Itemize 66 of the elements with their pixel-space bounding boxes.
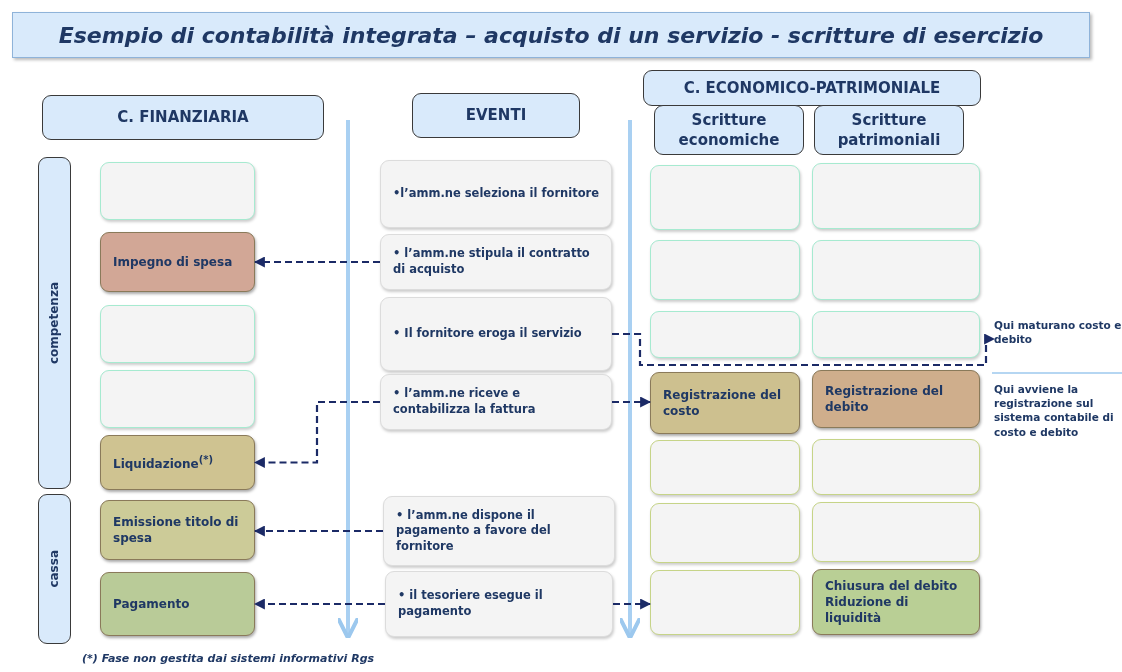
empty-box — [650, 570, 800, 635]
event-box — [385, 571, 613, 637]
arrow — [253, 400, 380, 468]
arrow — [613, 598, 652, 610]
arrow — [612, 332, 996, 367]
arrow — [253, 598, 385, 610]
box-label: • Il fornitore eroga il servizio — [393, 326, 583, 342]
process-box — [100, 500, 255, 560]
column-header — [412, 93, 580, 138]
note-text: Qui avviene la registrazione sul sistema contabile di costo e debito — [994, 382, 1115, 439]
empty-box — [650, 440, 800, 495]
column-subheader — [814, 105, 964, 155]
process-box — [812, 370, 980, 428]
event-box — [380, 374, 612, 430]
arrow — [253, 256, 380, 268]
arrow — [253, 525, 383, 537]
box-label: Riduzione di liquidità — [825, 593, 910, 627]
title-text: Esempio di contabilità integrata – acquisto di un servizio - scritture di esercizio — [58, 22, 1044, 48]
empty-box — [650, 311, 800, 358]
box-label: • il tesoriere esegue il pagamento — [398, 588, 544, 620]
box-label: competenza — [46, 281, 63, 365]
box-label: • l’amm.ne stipula il contratto di acquisto — [393, 246, 591, 278]
process-box — [650, 372, 800, 434]
box-label: Impegno di spesa — [113, 253, 234, 271]
box-label: • l’amm.ne riceve e contabilizza la fattura — [393, 386, 537, 418]
empty-box — [100, 305, 255, 363]
event-box — [380, 234, 612, 290]
event-box — [383, 496, 615, 566]
box-label: Emissione titolo di spesa — [113, 513, 240, 547]
box-label: •l’amm.ne seleziona il fornitore — [393, 186, 601, 202]
box-label: C. ECONOMICO-PATRIMONIALE — [683, 77, 941, 99]
empty-box — [812, 502, 980, 562]
box-label: EVENTI — [465, 105, 527, 126]
process-box — [812, 569, 980, 635]
empty-box — [812, 240, 980, 300]
arrow — [612, 396, 652, 408]
box-label: Liquidazione$^{(*)}$ — [113, 452, 215, 473]
empty-box — [650, 503, 800, 563]
event-box — [380, 297, 612, 371]
process-box — [100, 572, 255, 636]
box-label: Chiusura del debito — [825, 577, 959, 594]
category-band — [38, 157, 71, 489]
column-header — [643, 70, 981, 106]
empty-box — [812, 163, 980, 229]
empty-box — [100, 162, 255, 220]
empty-box — [100, 370, 255, 428]
empty-box — [650, 165, 800, 230]
box-label: • l’amm.ne dispone il pagamento a favore del fornitore — [396, 507, 552, 555]
box-label: Registrazione del costo — [663, 386, 783, 420]
empty-box — [812, 311, 980, 358]
empty-box — [812, 439, 980, 495]
box-label: Scritture patrimoniali — [836, 109, 942, 151]
box-label: C. FINANZIARIA — [117, 107, 249, 128]
process-box — [100, 232, 255, 292]
box-label: cassa — [46, 550, 63, 588]
box-label: Pagamento — [113, 595, 191, 613]
process-box — [100, 435, 255, 490]
box-label: Registrazione del debito — [825, 382, 945, 416]
box-label: Scritture economiche — [677, 109, 781, 151]
column-subheader — [654, 105, 804, 155]
footnote: (*) Fase non gestita dai sistemi informativi Rgs — [82, 652, 375, 665]
category-band — [38, 494, 71, 644]
note-text: Qui maturano costo e debito — [994, 318, 1122, 360]
empty-box — [650, 240, 800, 300]
event-box — [380, 160, 612, 228]
column-header — [42, 95, 324, 140]
